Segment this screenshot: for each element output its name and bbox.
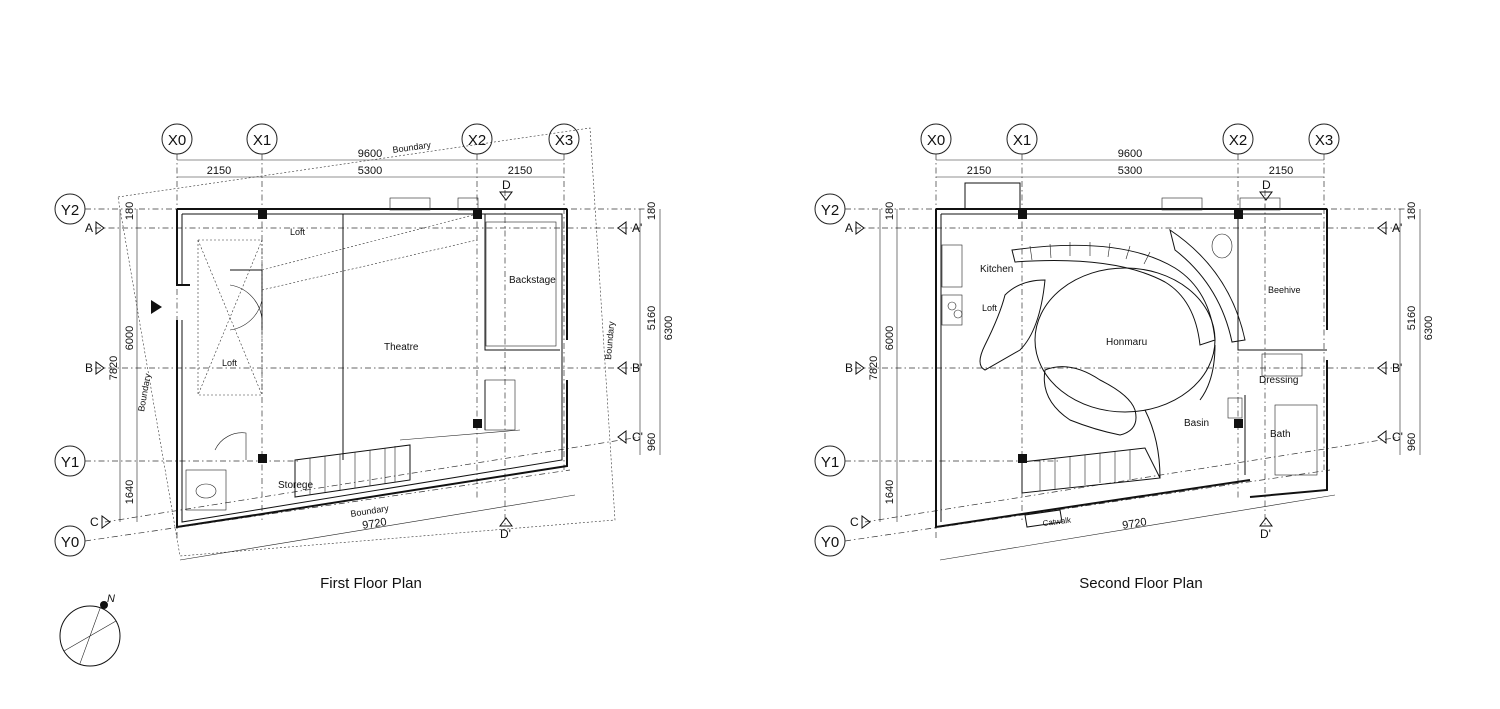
grid-bubbles-x: X0 X1 X2 X3 [161,123,580,155]
grid-label-y2: Y2 [61,202,79,219]
section-mark-c: C [90,515,99,529]
boundary-label-left: Boundary [136,372,153,412]
dim-width-1: 2150 [207,165,231,177]
grid-label-y1: Y1 [61,454,79,471]
room-label-basin: Basin [1184,418,1209,429]
room-label-bath: Bath [1270,429,1291,440]
dim-right-6300: 6300 [663,316,675,340]
room-labels: Loft Loft Theatre Backstage Storege [222,227,556,491]
plan-title-second-floor: Second Floor Plan [1079,575,1202,592]
section-mark-c: C [850,515,859,529]
dim-left-1640: 1640 [884,480,896,504]
dim-left-180: 180 [884,202,896,220]
grid-label-y2: Y2 [821,202,839,219]
grid-label-x1: X1 [1013,132,1031,149]
dim-right-5160: 5160 [1406,306,1418,330]
grid-label-y0: Y0 [61,534,79,551]
room-label-honmaru: Honmaru [1106,337,1147,348]
grid-bubbles-y: Y2 Y1 Y0 [814,193,846,557]
dimensions: 9600 2150 5300 2150 180 6000 7820 1640 1… [868,148,1435,561]
dim-right-960: 960 [646,433,658,451]
columns [1018,210,1243,463]
grid-bubbles-x: X0 X1 X2 X3 [920,123,1340,155]
dim-width-3: 2150 [1269,165,1293,177]
entry-arrow-icon [151,300,162,314]
section-mark-d: D [1262,178,1271,192]
grid-label-x0: X0 [927,132,945,149]
boundary-label-top: Boundary [392,140,432,155]
dim-left-6000: 6000 [884,326,896,350]
dim-bottom-9720: 9720 [1122,516,1148,532]
columns [258,210,482,463]
walls [935,182,1328,529]
dim-left-6000: 6000 [124,326,136,350]
walls [176,197,568,529]
dimensions: 9600 2150 5300 2150 180 6000 7820 1640 1… [108,148,675,561]
dim-left-1640: 1640 [124,480,136,504]
grid-label-x3: X3 [1315,132,1333,149]
section-marks: A B C A' B' C' D D' [85,178,643,541]
section-mark-d-prime: D' [1260,527,1271,541]
section-mark-c-prime: C' [1392,430,1403,444]
section-mark-b-prime: B' [632,361,642,375]
section-marks: A B C A' B' C' D D' [845,178,1403,541]
grid-label-y0: Y0 [821,534,839,551]
room-label-kitchen: Kitchen [980,264,1013,275]
grid-label-x2: X2 [1229,132,1247,149]
section-mark-a: A [85,221,93,235]
section-mark-d-prime: D' [500,527,511,541]
room-label-loft-upper: Loft [290,227,306,237]
grid-lines [84,154,650,542]
room-label-theatre: Theatre [384,342,419,353]
grid-label-y1: Y1 [821,454,839,471]
dim-total-width: 9600 [1118,148,1142,160]
grid-bubbles-y: Y2 Y1 Y0 [54,193,86,557]
grid-label-x3: X3 [555,132,573,149]
plan-title-first-floor: First Floor Plan [320,575,422,592]
dim-width-2: 5300 [358,165,382,177]
room-label-beehive: Beehive [1268,285,1301,295]
section-mark-b: B [85,361,93,375]
dim-left-7820: 7820 [868,356,880,380]
grid-label-x2: X2 [468,132,486,149]
section-mark-b-prime: B' [1392,361,1402,375]
grid-label-x1: X1 [253,132,271,149]
dim-right-960: 960 [1406,433,1418,451]
section-mark-d: D [502,178,511,192]
dim-width-2: 5300 [1118,165,1142,177]
room-label-storage: Storege [278,480,313,491]
dim-width-3: 2150 [508,165,532,177]
dim-bottom-9720: 9720 [362,516,388,532]
section-mark-b: B [845,361,853,375]
first-floor-plan: X0 X1 X2 X3 Y2 Y1 Y0 [54,123,675,592]
dim-total-width: 9600 [358,148,382,160]
dim-right-5160: 5160 [646,306,658,330]
dim-right-6300: 6300 [1423,316,1435,340]
dim-right-180: 180 [646,202,658,220]
room-label-loft: Loft [982,303,998,313]
second-floor-plan: X0 X1 X2 X3 Y2 Y1 Y0 [814,123,1435,592]
dim-right-180: 180 [1406,202,1418,220]
room-label-backstage: Backstage [509,275,556,286]
north-arrow-icon: N [59,593,121,667]
section-mark-a-prime: A' [1392,221,1402,235]
dim-width-1: 2150 [967,165,991,177]
section-mark-a-prime: A' [632,221,642,235]
room-label-catwalk: Catwalk [1042,515,1072,528]
section-mark-a: A [845,221,853,235]
loft-outlines [197,213,478,396]
dim-left-180: 180 [124,202,136,220]
section-mark-c-prime: C' [632,430,643,444]
dim-left-7820: 7820 [108,356,120,380]
room-label-dressing: Dressing [1259,375,1298,386]
room-labels: Kitchen Loft Honmaru Beehive Dressing Ba… [980,264,1301,528]
room-label-loft-lower: Loft [222,358,238,368]
north-label: N [107,593,115,605]
boundary-label-right: Boundary [603,320,616,360]
grid-label-x0: X0 [168,132,186,149]
